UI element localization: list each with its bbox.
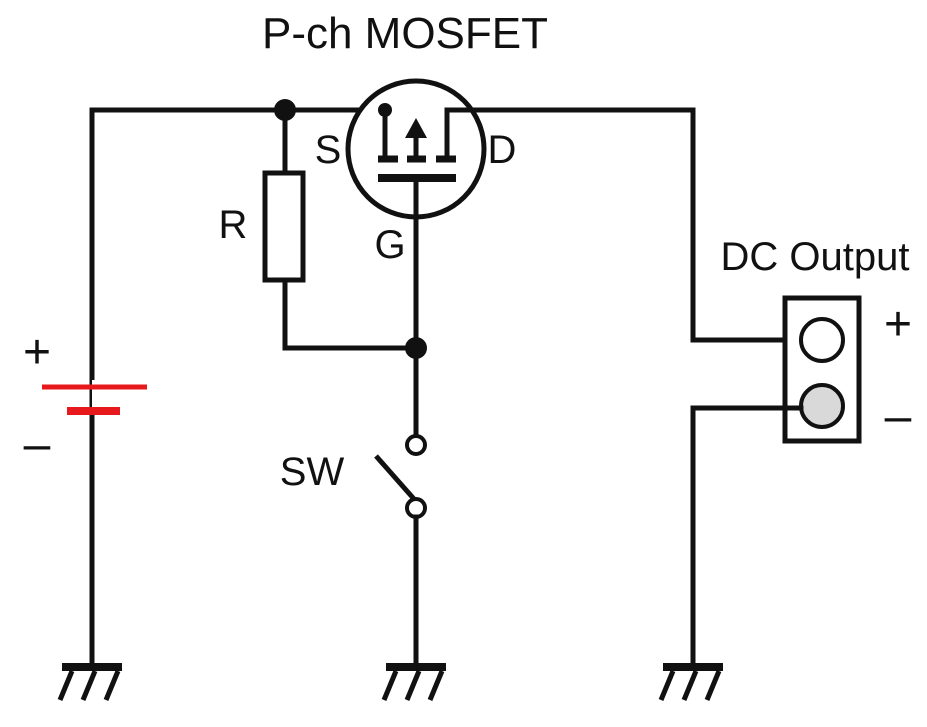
switch-label: SW xyxy=(280,450,345,494)
terminal-block-icon xyxy=(782,295,862,444)
ground-hatch-1 xyxy=(57,670,75,701)
ground-hatch-1 xyxy=(658,670,676,701)
mosfet-gate-label: G xyxy=(374,223,405,267)
output-minus-terminal xyxy=(799,383,845,429)
gate-junction xyxy=(405,337,427,359)
resistor-label: R xyxy=(219,203,248,247)
resistor-bottom-wire xyxy=(282,277,419,351)
switch-icon xyxy=(374,434,427,519)
battery-icon xyxy=(42,380,147,415)
output-plus-terminal xyxy=(799,317,845,363)
ground-hatch-1 xyxy=(381,670,399,701)
drain-to-output-wire xyxy=(444,107,808,343)
ground-hatch-3 xyxy=(704,670,722,701)
mosfet-source-label: S xyxy=(315,128,342,172)
mosfet-drain-label: D xyxy=(488,128,517,172)
output-ground-wire xyxy=(690,405,804,668)
ground-hatch-3 xyxy=(427,670,445,701)
mosfet-icon xyxy=(345,78,487,220)
ground-hatch-2 xyxy=(681,670,699,701)
ground-icon xyxy=(57,663,122,701)
ground-hatch-3 xyxy=(103,670,121,701)
switch-top-contact xyxy=(405,434,427,456)
output-plus-label: + xyxy=(884,298,912,351)
switch-bottom-contact xyxy=(405,497,427,519)
battery-gap xyxy=(92,380,100,410)
output-title: DC Output xyxy=(721,235,910,279)
ground-hatch-2 xyxy=(404,670,422,701)
output-minus-label: – xyxy=(885,390,912,443)
resistor-icon xyxy=(262,170,306,283)
mosfet-source-dot xyxy=(378,103,392,117)
battery-plus-label: + xyxy=(23,326,51,379)
diagram-title: P-ch MOSFET xyxy=(262,9,548,58)
ground-icon xyxy=(658,663,723,701)
ground-hatch-2 xyxy=(80,670,98,701)
mosfet-arrow-icon xyxy=(405,118,427,138)
battery-minus-label: – xyxy=(24,418,51,471)
ground-icon xyxy=(381,663,446,701)
switch-lever xyxy=(374,454,416,501)
